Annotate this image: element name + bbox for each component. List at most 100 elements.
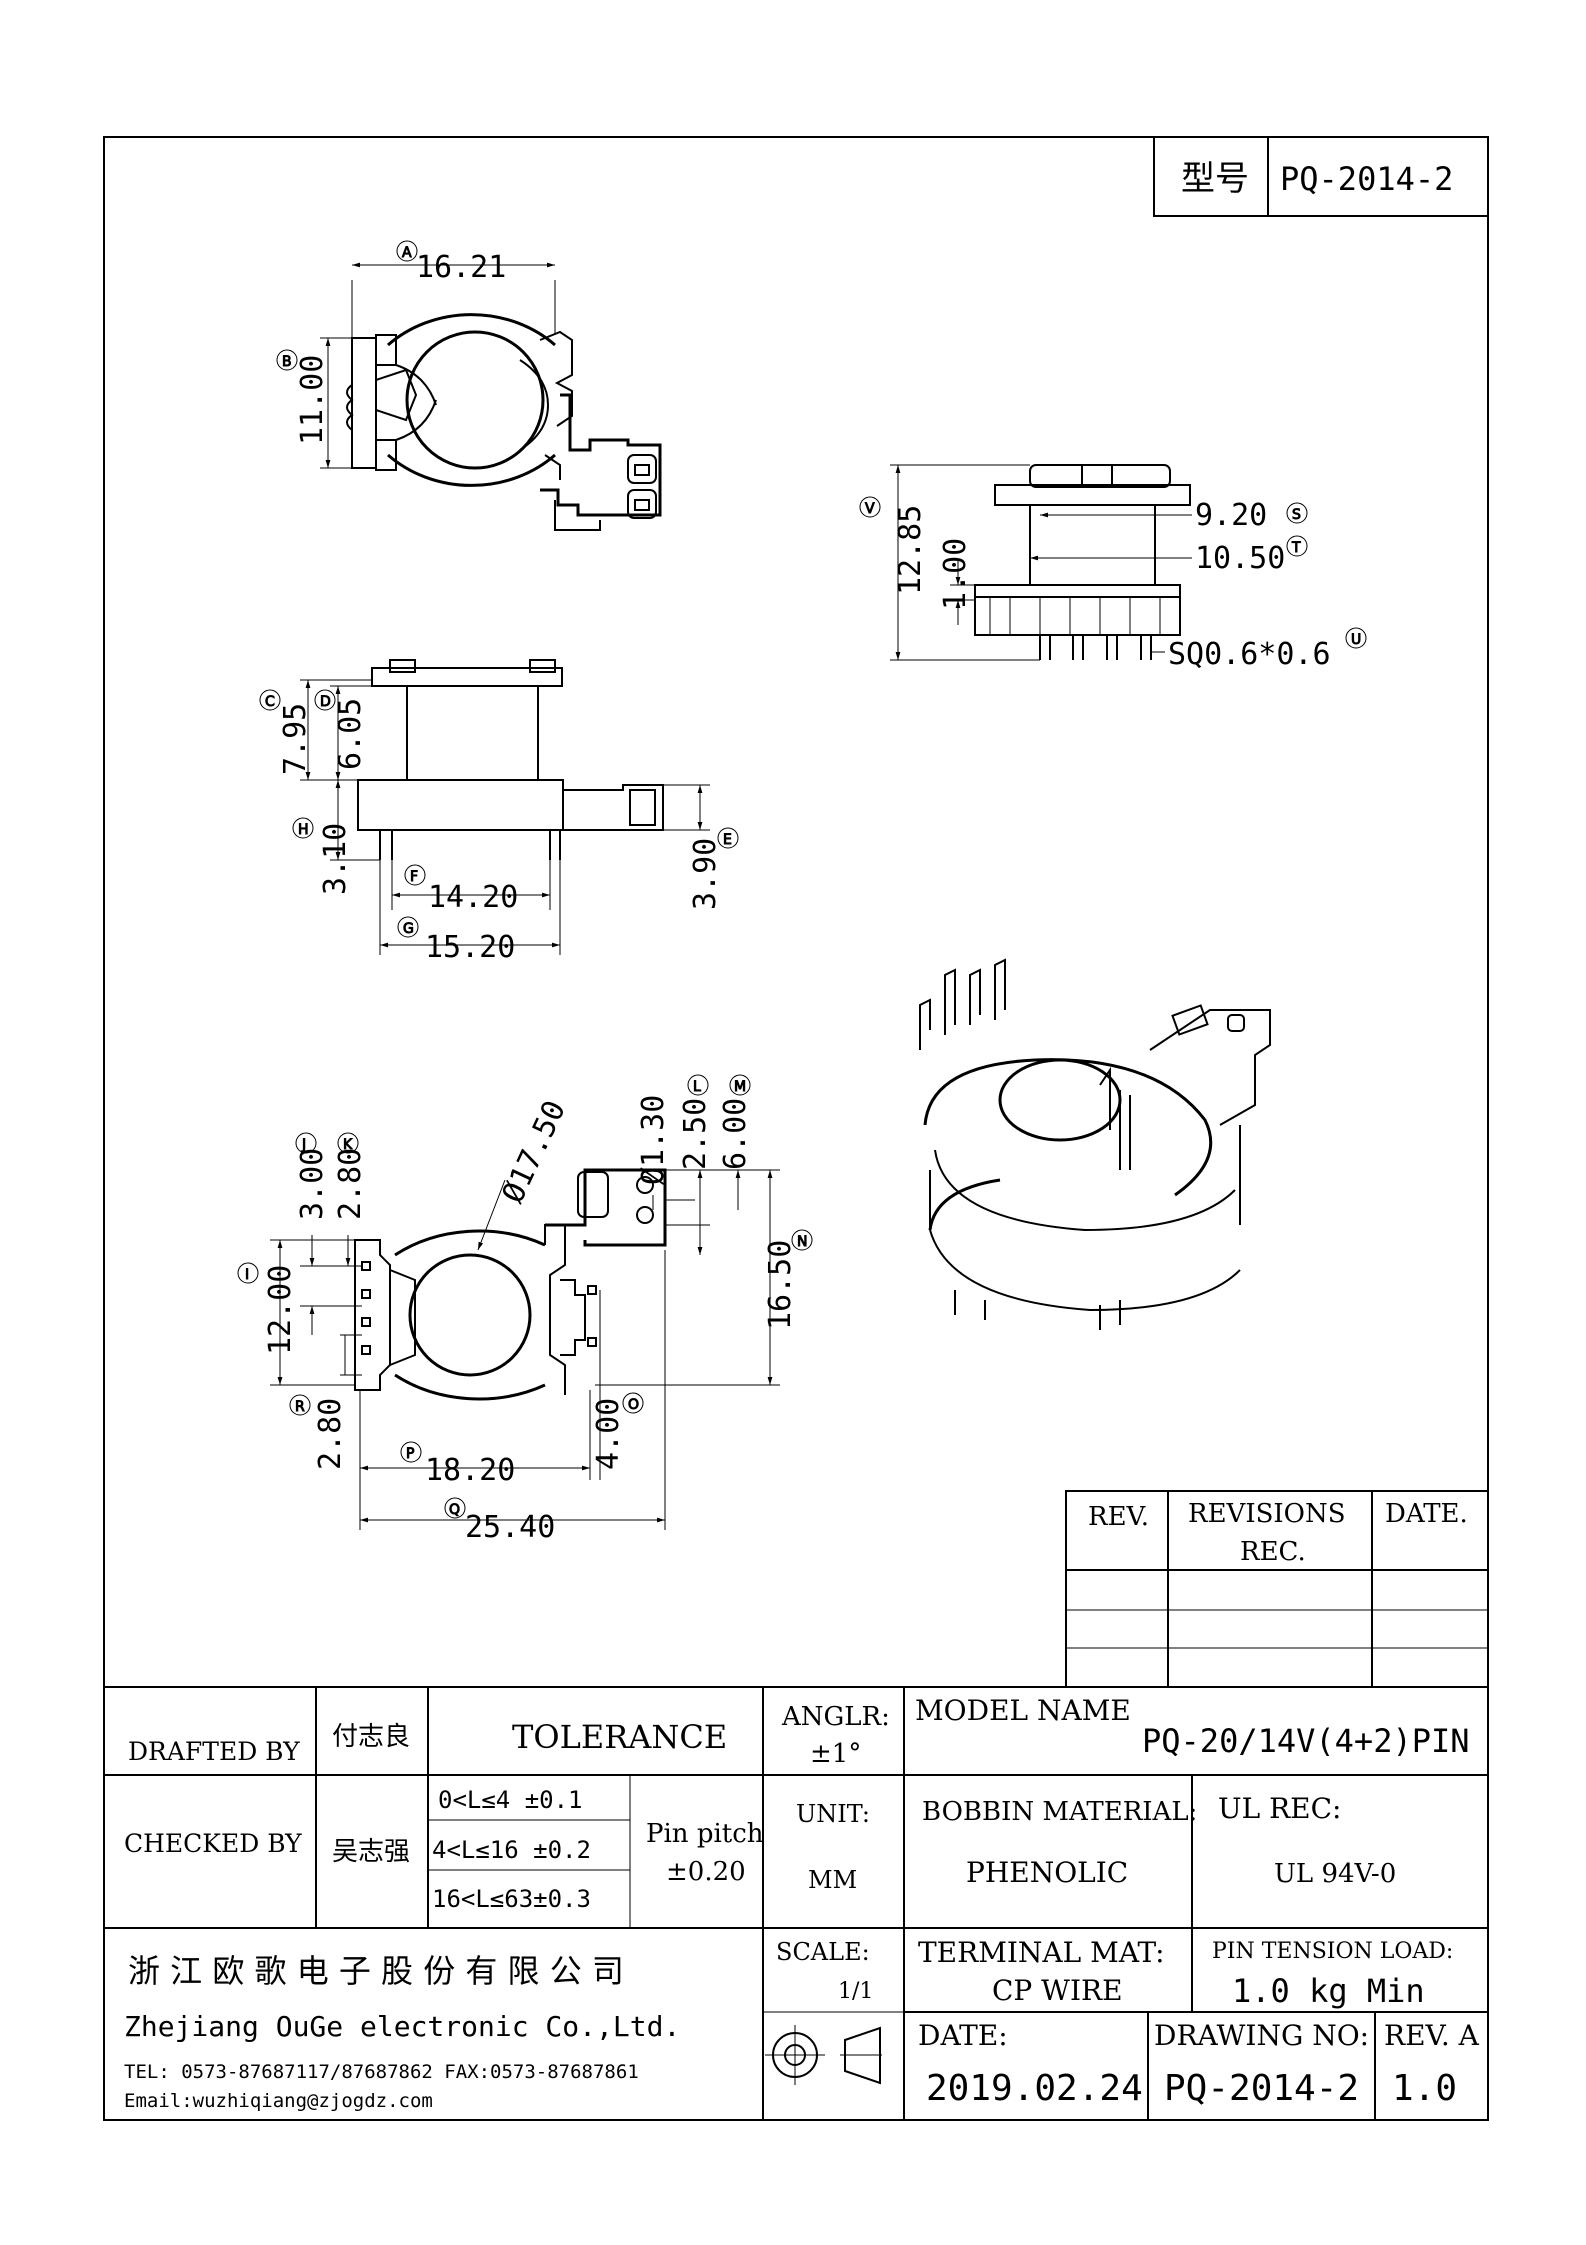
- svg-text:U: U: [1351, 632, 1361, 648]
- pin-tension: 1.0 kg Min: [1232, 1972, 1425, 2010]
- sheet-border: [103, 136, 1489, 2121]
- side-view-right: 12.85 1.00 9.20 10.50 SQ0.6*0.6: [890, 464, 1331, 672]
- tel-fax: TEL: 0573-87687117/87687862 FAX:0573-876…: [124, 2061, 639, 2083]
- revisions-rec-header: REVISIONS: [1188, 1499, 1346, 1529]
- balloon-K: K: [337, 1132, 359, 1154]
- dim-U: SQ0.6*0.6: [1168, 637, 1331, 672]
- svg-text:P: P: [406, 1446, 414, 1462]
- drafted-by-label: DRAFTED BY: [128, 1737, 300, 1766]
- dim-K: 2.80: [333, 1148, 368, 1220]
- rev-header: REV.: [1088, 1502, 1149, 1532]
- svg-text:B: B: [282, 354, 292, 370]
- svg-text:V: V: [865, 501, 875, 517]
- pin-tension-label: PIN TENSION LOAD:: [1212, 1939, 1453, 1964]
- balloon-G: G: [397, 916, 419, 938]
- svg-text:G: G: [403, 921, 414, 937]
- front-view: 7.95 6.05 3.10 3.90 14.20 15.20: [278, 659, 723, 965]
- ul-rec-label: UL REC:: [1218, 1792, 1341, 1825]
- balloon-H: H: [292, 817, 314, 839]
- tolerance-row-2: 4<L≤16 ±0.2: [432, 1836, 591, 1864]
- dim-pin-dia: Ø1.30: [636, 1095, 671, 1185]
- dim-N: 16.50: [763, 1240, 798, 1330]
- date-header: DATE.: [1385, 1499, 1468, 1529]
- bottom-view: Ø17.50 Ø1.30 2.50 6.00 16.50 12.00 3.00 …: [263, 1095, 798, 1545]
- dim-O: 4.00: [591, 1398, 626, 1470]
- bobbin-material-label: BOBBIN MATERIAL:: [922, 1797, 1197, 1827]
- svg-text:Q: Q: [449, 1502, 460, 1518]
- scale-value: 1/1: [838, 1979, 873, 2004]
- dim-L: 2.50: [678, 1098, 713, 1170]
- dim-I: 12.00: [263, 1265, 298, 1355]
- terminal-mat: CP WIRE: [992, 1974, 1123, 2007]
- dim-T: 10.50: [1195, 541, 1285, 576]
- svg-text:D: D: [320, 694, 331, 710]
- pin-pitch-value: ±0.20: [666, 1857, 746, 1887]
- balloon-B: B: [276, 349, 298, 371]
- dim-E: 3.90: [688, 838, 723, 910]
- balloons: A B C D E F G H I J K L M N O P Q R S T …: [237, 240, 1367, 1519]
- balloon-N: N: [791, 1229, 813, 1251]
- rev-a-label: REV. A: [1384, 2019, 1480, 2052]
- drafted-by: 付志良: [332, 1722, 410, 1752]
- dim-A: 16.21: [416, 250, 506, 285]
- balloon-D: D: [314, 689, 336, 711]
- checked-by: 吴志强: [332, 1837, 410, 1867]
- dim-G: 15.20: [425, 930, 515, 965]
- balloon-A: A: [396, 240, 418, 262]
- dim-H: 3.10: [318, 823, 353, 895]
- drawing-no-label: DRAWING NO:: [1154, 2019, 1369, 2052]
- dim-J: 3.00: [295, 1148, 330, 1220]
- checked-by-label: CHECKED BY: [124, 1829, 302, 1858]
- dim-B: 11.00: [295, 355, 330, 445]
- projection-symbol: [765, 2025, 882, 2085]
- dim-M: 6.00: [718, 1098, 753, 1170]
- top-view: 16.21 11.00: [295, 250, 662, 531]
- svg-text:H: H: [298, 822, 309, 838]
- svg-text:E: E: [723, 832, 732, 848]
- rev-value: 1.0: [1392, 2068, 1457, 2109]
- balloon-C: C: [259, 689, 281, 711]
- model-name-label: MODEL NAME: [915, 1694, 1131, 1727]
- svg-text:R: R: [295, 1399, 305, 1415]
- tolerance-row-3: 16<L≤63±0.3: [432, 1885, 591, 1913]
- svg-text:S: S: [1292, 507, 1301, 523]
- dim-P: 18.20: [425, 1453, 515, 1488]
- dim-V: 12.85: [893, 505, 928, 595]
- angle-value: ±1°: [810, 1739, 861, 1769]
- terminal-mat-label: TERMINAL MAT:: [918, 1936, 1165, 1969]
- balloon-V: V: [859, 496, 881, 518]
- bobbin-material: PHENOLIC: [966, 1856, 1128, 1889]
- balloon-R: R: [289, 1394, 311, 1416]
- dim-S: 9.20: [1195, 498, 1267, 533]
- svg-text:K: K: [343, 1137, 353, 1153]
- svg-text:A: A: [402, 245, 412, 261]
- balloon-I: I: [237, 1262, 259, 1284]
- svg-text:O: O: [628, 1397, 639, 1413]
- balloon-Q: Q: [444, 1497, 466, 1519]
- svg-text:I: I: [245, 1267, 249, 1283]
- scale-label: SCALE:: [776, 1938, 870, 1966]
- model-name: PQ-20/14V(4+2)PIN: [1142, 1722, 1470, 1760]
- balloon-J: J: [295, 1132, 317, 1154]
- balloon-F: F: [404, 864, 426, 886]
- svg-text:M: M: [734, 1079, 746, 1095]
- tolerance-label: TOLERANCE: [512, 1718, 727, 1756]
- balloon-S: S: [1286, 502, 1308, 524]
- ul-rec: UL 94V-0: [1274, 1859, 1396, 1889]
- balloon-M: M: [729, 1074, 751, 1096]
- company-en: Zhejiang OuGe electronic Co.,Ltd.: [124, 2010, 680, 2043]
- model-type-value: PQ-2014-2: [1280, 160, 1453, 198]
- model-type-label: 型号: [1181, 159, 1249, 199]
- dim-C: 7.95: [278, 703, 313, 775]
- dim-D: 6.05: [333, 698, 368, 770]
- svg-text:T: T: [1291, 540, 1301, 556]
- balloon-L: L: [687, 1074, 709, 1096]
- company-cn: 浙 江 欧 歌 电 子 股 份 有 限 公 司: [128, 1952, 624, 1990]
- dim-1.00: 1.00: [938, 538, 973, 610]
- email: Email:wuzhiqiang@zjogdz.com: [124, 2090, 433, 2112]
- revision-table: REV. REVISIONS REC. DATE.: [1065, 1490, 1489, 1688]
- dim-F: 14.20: [428, 880, 518, 915]
- date-label: DATE:: [918, 2019, 1008, 2052]
- balloon-P: P: [400, 1441, 422, 1463]
